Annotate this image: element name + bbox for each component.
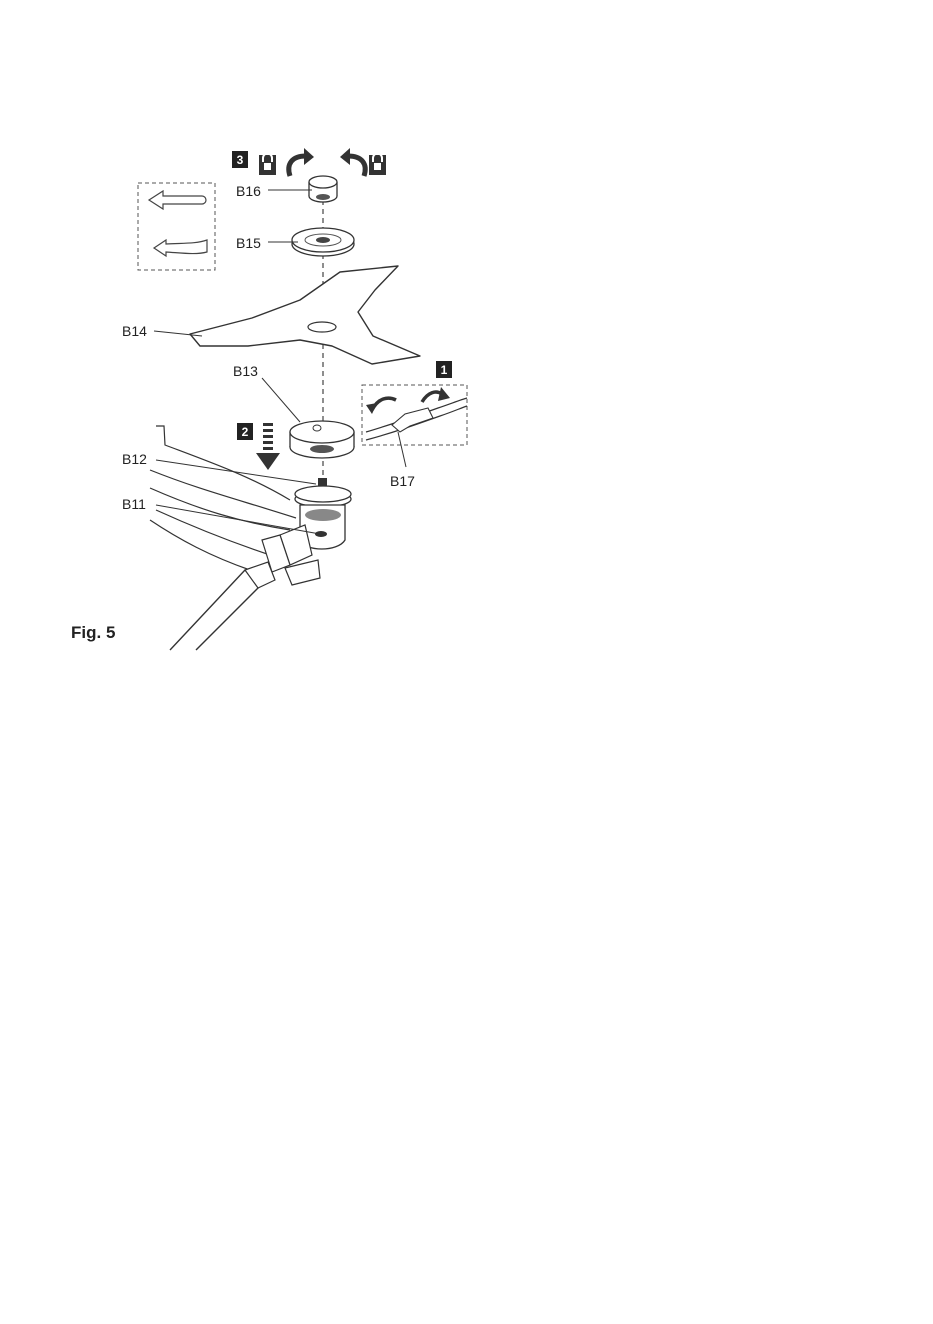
label-b12: B12 (122, 451, 147, 467)
leader-b13 (262, 378, 300, 422)
label-b17: B17 (390, 473, 415, 489)
leader-b17 (398, 432, 406, 467)
blade-b14 (190, 266, 420, 364)
label-b15: B15 (236, 235, 261, 251)
figure-caption: Fig. 5 (71, 623, 115, 642)
thread-direction-inset (138, 183, 215, 270)
label-b16: B16 (236, 183, 261, 199)
padlock-icon (259, 154, 276, 176)
label-b13: B13 (233, 363, 258, 379)
rotate-arrow-icon (348, 156, 365, 176)
dashed-down-arrow-icon (256, 423, 280, 470)
rotate-arrow-head (304, 148, 314, 165)
step-1-number: 1 (441, 363, 448, 377)
leader-b12 (156, 460, 316, 484)
trimmer-head-assembly (150, 426, 351, 650)
step-1-inset: 1 (362, 361, 467, 445)
label-b14: B14 (122, 323, 147, 339)
step-2-indicator: 2 (237, 423, 280, 470)
padlock-icon (369, 154, 386, 176)
curved-left-arrow-icon (154, 240, 207, 256)
support-cup-b13 (290, 421, 354, 458)
leader-b11 (156, 505, 320, 534)
washer-b15 (292, 228, 354, 256)
step-3-header: 3 (232, 148, 386, 176)
step-2-number: 2 (242, 425, 249, 439)
rotate-arrow-head (438, 387, 450, 401)
label-b11: B11 (122, 496, 146, 512)
nut-b16 (309, 176, 337, 202)
rotate-arrow-head (340, 148, 350, 165)
rotate-arrow-icon (289, 156, 306, 176)
left-arrow-icon (149, 191, 206, 209)
step-3-number: 3 (237, 153, 244, 167)
rotate-arrow-head (366, 403, 377, 414)
